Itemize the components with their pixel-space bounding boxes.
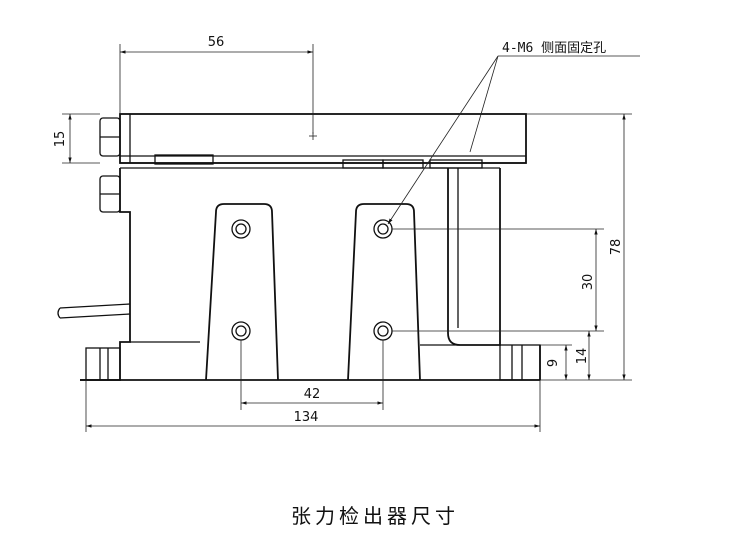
dim-30: 30 — [392, 228, 604, 332]
drawing-caption: 张力检出器尺寸 — [291, 504, 459, 528]
dim-15-label: 15 — [53, 131, 68, 148]
cable — [57, 303, 131, 319]
flexure-arm — [420, 168, 501, 346]
sensor-body — [80, 168, 541, 381]
dim-9-label: 9 — [546, 359, 561, 367]
dim-30-label: 30 — [581, 274, 596, 291]
bracket-right — [347, 203, 421, 381]
spacer-strip — [120, 154, 526, 169]
hole-bottom-right — [373, 321, 393, 341]
dim-42: 42 — [240, 340, 384, 410]
bracket-left — [205, 203, 279, 381]
dim-78: 78 — [526, 113, 632, 381]
dim-14-label: 14 — [575, 348, 590, 365]
dim-42-label: 42 — [304, 387, 321, 402]
dim-9: 9 — [540, 344, 572, 380]
dim-56-label: 56 — [208, 35, 225, 50]
hole-callout-label: 4-M6 侧面固定孔 — [502, 41, 606, 56]
hole-top-left — [231, 219, 251, 239]
hole-bottom-left — [231, 321, 251, 341]
left-foot — [85, 347, 121, 381]
dim-14: 14 — [575, 331, 591, 380]
side-bolt-upper — [99, 117, 121, 157]
dim-134: 134 — [85, 380, 541, 432]
right-foot — [499, 344, 541, 381]
side-bolt-lower — [99, 175, 121, 213]
dim-56: 56 — [119, 35, 314, 134]
dim-78-label: 78 — [609, 239, 624, 256]
dim-15: 15 — [53, 113, 100, 164]
dim-134-label: 134 — [294, 410, 319, 425]
hole-callout: 4-M6 侧面固定孔 — [387, 41, 640, 225]
